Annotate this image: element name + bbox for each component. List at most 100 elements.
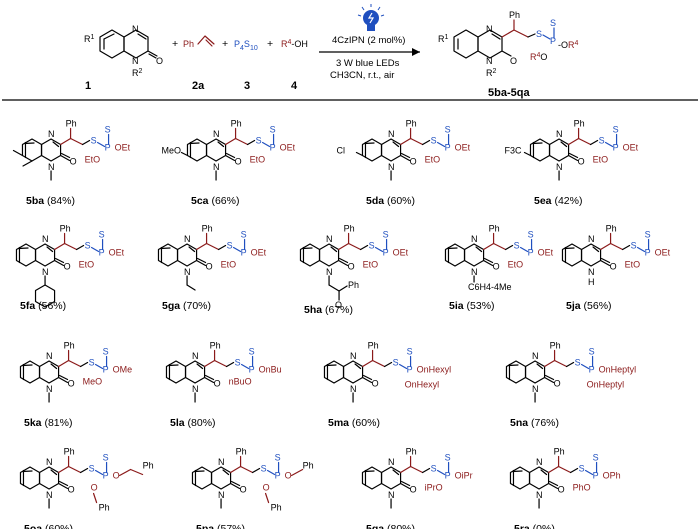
compound-label: 5qa (80%): [366, 523, 415, 529]
atom-aryl: C6H4-4Me: [468, 282, 512, 292]
atom-ph: Ph: [271, 503, 282, 513]
atom-h: H: [588, 277, 595, 287]
alkoxy-left: PhO: [573, 483, 591, 493]
alkoxy-left: EtO: [625, 260, 641, 270]
atom-p: P: [589, 365, 595, 375]
atom-n: N: [350, 351, 357, 361]
product-s: S: [536, 29, 542, 39]
alkoxy-left: EtO: [508, 260, 524, 270]
alkoxy-right: OEt: [538, 248, 554, 258]
atom-o: O: [68, 485, 75, 495]
atom-n: N: [532, 351, 539, 361]
atom-o: O: [70, 157, 77, 167]
alkoxy-left: EtO: [425, 155, 441, 165]
atom-n: N: [532, 384, 539, 394]
atom-o: O: [64, 262, 71, 272]
product-number: 5ba-5qa: [488, 87, 530, 99]
ring-substituent: MeO: [161, 146, 181, 156]
alkoxy-left: nBuO: [229, 377, 252, 387]
compound-label: 5na (76%): [510, 417, 559, 429]
ring-substituent: F3C: [504, 146, 522, 156]
atom-n: N: [486, 56, 493, 66]
atom-o: O: [113, 471, 120, 481]
plus-sign: +: [222, 38, 228, 50]
r1-label: R1: [84, 34, 95, 44]
atom-s: S: [261, 464, 267, 474]
atom-s: S: [383, 230, 389, 240]
atom-n: N: [588, 234, 595, 244]
atom-p: P: [445, 471, 451, 481]
atom-s: S: [256, 136, 262, 146]
atom-n: N: [132, 24, 139, 34]
atom-o: O: [558, 485, 565, 495]
compound-label: 5pa (57%): [196, 523, 245, 529]
alkoxy-left: iPrO: [425, 483, 443, 493]
product-r4o: R4O: [530, 52, 547, 62]
atom-ph: Ph: [606, 224, 617, 234]
atom-n: N: [46, 490, 53, 500]
atom-p: P: [275, 471, 281, 481]
atom-s: S: [645, 230, 651, 240]
atom-p: P: [528, 248, 534, 258]
atom-s: S: [528, 230, 534, 240]
reagent-number-2a: 2a: [192, 80, 205, 92]
atom-s: S: [514, 241, 520, 251]
r1-label: R1: [438, 34, 449, 44]
compound-label: 5ha (67%): [304, 304, 353, 316]
atom-s: S: [103, 347, 109, 357]
atom-n: N: [536, 457, 543, 467]
alkoxy-left: EtO: [363, 260, 379, 270]
atom-n: N: [42, 234, 49, 244]
atom-s: S: [599, 136, 605, 146]
atom-s: S: [431, 464, 437, 474]
alkoxy-right: OMe: [113, 365, 133, 375]
r2-label: R2: [132, 68, 143, 78]
alkoxy-left: EtO: [85, 155, 101, 165]
atom-ph: Ph: [554, 447, 565, 457]
atom-s: S: [407, 347, 413, 357]
atom-ph: Ph: [368, 341, 379, 351]
atom-s: S: [589, 347, 595, 357]
atom-s: S: [227, 241, 233, 251]
reagent-number-1: 1: [85, 80, 91, 92]
atom-n: N: [326, 234, 333, 244]
atom-ph: Ph: [489, 224, 500, 234]
atom-o: O: [235, 157, 242, 167]
alkoxy-right: OnBu: [259, 365, 282, 375]
atom-n: N: [350, 384, 357, 394]
reagent-number-4: 4: [291, 80, 298, 92]
alkoxy-left: MeO: [83, 377, 103, 387]
atom-n: N: [46, 384, 53, 394]
atom-s: S: [445, 125, 451, 135]
reagent-number-3: 3: [244, 80, 250, 92]
atom-ph: Ph: [344, 224, 355, 234]
reactant-alcohol: R4-OH: [281, 39, 308, 49]
product-structure: N N O Ph S P S R1 R2 -OR4 R4O: [438, 10, 579, 78]
product-p: P: [550, 36, 556, 46]
atom-ph: Ph: [574, 119, 585, 129]
atom-s: S: [105, 125, 111, 135]
atom-o: O: [410, 485, 417, 495]
atom-n: N: [388, 457, 395, 467]
catalyst-label: 4CzIPN (2 mol%): [332, 35, 405, 46]
atom-ph: Ph: [406, 447, 417, 457]
atom-s: S: [99, 230, 105, 240]
atom-p: P: [105, 143, 111, 153]
atom-n: N: [536, 490, 543, 500]
atom-ph: Ph: [143, 461, 154, 471]
atom-n: N: [218, 490, 225, 500]
compound-label: 5ca (66%): [191, 195, 239, 207]
atom-s: S: [91, 136, 97, 146]
atom-s: S: [89, 464, 95, 474]
atom-s: S: [593, 453, 599, 463]
atom-n: N: [213, 162, 220, 172]
r2-label: R2: [486, 68, 497, 78]
atom-o: O: [91, 483, 98, 493]
reactant-styrene: Ph: [183, 35, 215, 49]
product-ph: Ph: [509, 10, 520, 20]
